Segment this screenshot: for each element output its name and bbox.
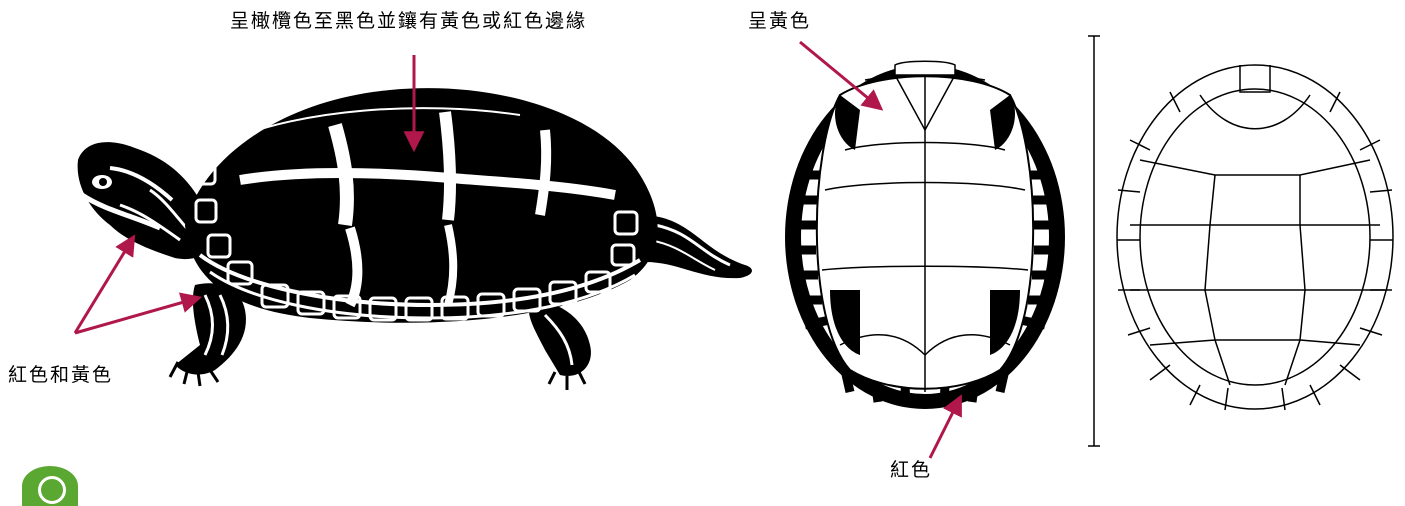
info-badge-icon[interactable]	[22, 466, 78, 506]
plastron	[785, 61, 1065, 409]
head-leg-color-label: 紅色和黃色	[8, 360, 113, 387]
marginal-color-label: 紅色	[890, 455, 932, 482]
carapace-color-label: 呈橄欖色至黑色並鑲有黃色或紅色邊緣	[230, 6, 587, 33]
plastron-color-label: 呈黃色	[748, 6, 811, 33]
turtle-diagram	[0, 0, 1405, 481]
scale-bar	[1088, 36, 1100, 446]
carapace-outline	[1117, 65, 1393, 410]
